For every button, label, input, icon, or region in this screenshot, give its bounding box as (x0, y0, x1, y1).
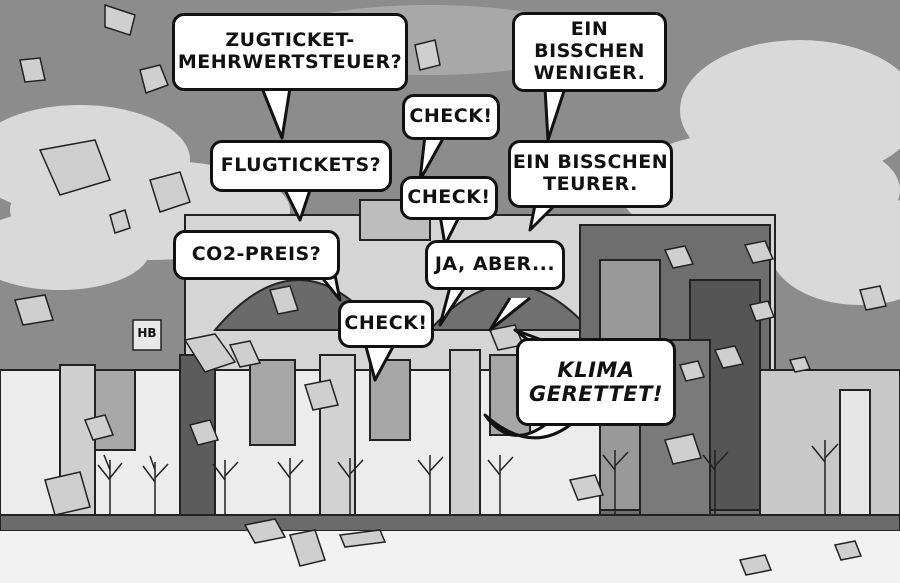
signature-box (132, 319, 162, 351)
artist-signature: HB (137, 326, 157, 340)
speech-bubble-check-3: CHECK! (400, 176, 498, 220)
bubble-text-flugtickets: FLUGTICKETS? (220, 154, 382, 177)
speech-bubble-ja-aber: JA, ABER... (425, 240, 565, 290)
bubble-text-check-3: CHECK! (407, 186, 491, 209)
bubble-text-teurer: EIN BISSCHEN TEURER. (512, 151, 669, 195)
bubble-text-ja-aber: JA, ABER... (434, 253, 556, 276)
bubble-text-co2: CO2-PREIS? (191, 243, 322, 266)
flying-leaves (14, 3, 887, 576)
speech-bubble-zugticket: ZUGTICKET- MEHRWERTSTEUER? (172, 13, 408, 91)
bubble-text-zugticket: ZUGTICKET- MEHRWERTSTEUER? (177, 29, 403, 73)
front-colonnade (0, 339, 900, 516)
speech-bubble-co2: CO2-PREIS? (173, 230, 340, 280)
speech-bubble-klima: KLIMA GERETTET! (516, 338, 676, 426)
bubble-text-check-2: CHECK! (409, 105, 493, 128)
speech-bubble-weniger: EIN BISSCHEN WENIGER. (512, 12, 667, 92)
bubble-text-weniger: EIN BISSCHEN WENIGER. (533, 18, 646, 84)
trees (97, 440, 839, 515)
speech-bubble-check-1: CHECK! (338, 300, 434, 348)
speech-bubble-check-2: CHECK! (402, 94, 500, 140)
bubble-text-check-1: CHECK! (344, 312, 428, 335)
bubble-text-klima: KLIMA GERETTET! (529, 357, 663, 406)
speech-bubble-teurer: EIN BISSCHEN TEURER. (508, 140, 673, 208)
speech-bubble-flugtickets: FLUGTICKETS? (210, 140, 392, 192)
